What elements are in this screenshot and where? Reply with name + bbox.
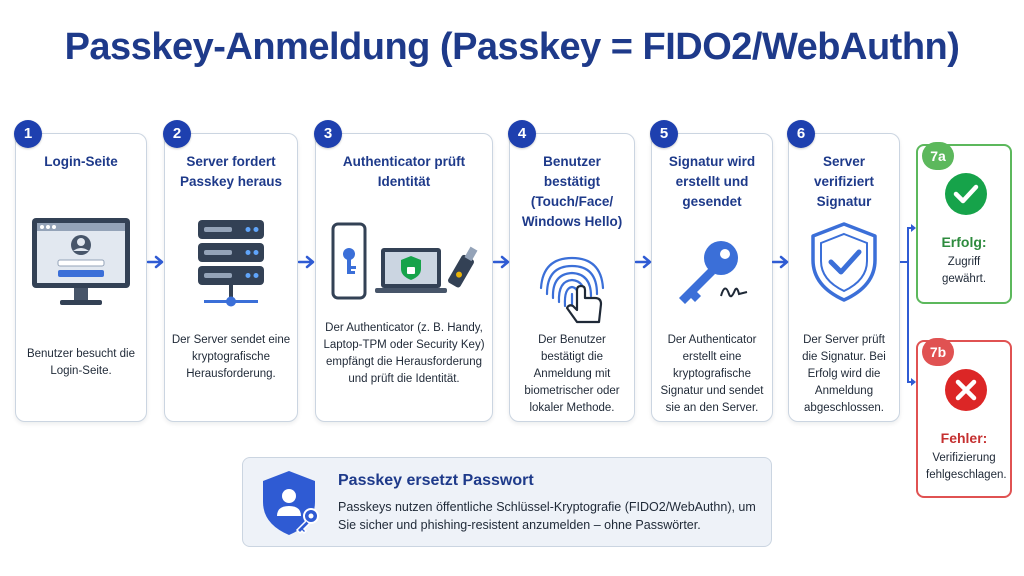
arrow-right-icon xyxy=(298,255,315,269)
banner-text: Passkeys nutzen öffentliche Schlüssel-Kr… xyxy=(338,500,756,532)
step-heading: Login-Seite xyxy=(44,154,118,169)
step-description: Der Authenticator (z. B. Handy, Laptop-T… xyxy=(323,322,485,385)
devices-icon xyxy=(316,216,492,311)
info-banner: Passkey ersetzt Passwort Passkeys nutzen… xyxy=(242,457,772,547)
step-description: Benutzer besucht die Login-Seite. xyxy=(26,348,136,377)
step-description: Der Server sendet eine kryptografische H… xyxy=(171,334,291,380)
step-card-2: Server fordert Passkey heraus Der Server… xyxy=(164,133,298,422)
step-heading: Server fordert Passkey heraus xyxy=(179,154,283,189)
arrow-right-icon xyxy=(635,255,652,269)
outcome-title: Erfolg: xyxy=(941,234,987,250)
step-card-3: Authenticator prüft Identität Der Authen… xyxy=(315,133,493,422)
outcome-text: Zugriff gewährt. xyxy=(941,256,987,285)
shield-check-icon xyxy=(789,216,899,311)
outcome-success: 7a Erfolg: Zugriff gewährt. xyxy=(916,142,1012,304)
arrow-right-icon xyxy=(493,255,510,269)
fingerprint-icon xyxy=(510,254,634,349)
step-description: Der Authenticator erstellt eine kryptogr… xyxy=(660,334,764,414)
shield-user-key-icon xyxy=(263,471,319,535)
key-icon xyxy=(652,234,772,329)
check-circle-icon xyxy=(945,173,987,215)
step-number-badge: 2 xyxy=(163,120,191,148)
server-icon xyxy=(165,216,297,311)
banner-title: Passkey ersetzt Passwort xyxy=(338,472,534,489)
monitor-icon xyxy=(16,216,146,311)
step-card-6: Server verifiziert Signatur Der Server p… xyxy=(788,133,900,422)
outcome-badge: 7a xyxy=(922,142,954,170)
step-card-4: Benutzer bestätigt (Touch/Face/ Windows … xyxy=(509,133,635,422)
step-description: Der Benutzer bestätigt die Anmeldung mit… xyxy=(524,334,620,414)
branch-connector xyxy=(900,224,916,386)
step-heading: Authenticator prüft Identität xyxy=(342,154,466,189)
outcome-title: Fehler: xyxy=(940,430,988,446)
step-card-1: Login-Seite Benutzer besucht die Login-S… xyxy=(15,133,147,422)
arrow-right-icon xyxy=(147,255,164,269)
step-description: Der Server prüft die Signatur. Bei Erfol… xyxy=(802,334,886,414)
step-number-badge: 3 xyxy=(314,120,342,148)
step-heading: Signatur wird erstellt und gesendet xyxy=(668,154,756,209)
step-number-badge: 1 xyxy=(14,120,42,148)
outcome-text: Verifizierung fehlgeschlagen. xyxy=(926,452,1007,481)
step-number-badge: 5 xyxy=(650,120,678,148)
step-number-badge: 6 xyxy=(787,120,815,148)
step-heading: Server verifiziert Signatur xyxy=(813,154,875,209)
step-card-5: Signatur wird erstellt und gesendet Der … xyxy=(651,133,773,422)
step-number-badge: 4 xyxy=(508,120,536,148)
outcome-failure: 7b Fehler: Verifizierung fehlgeschlagen. xyxy=(916,338,1012,498)
page-title: Passkey-Anmeldung (Passkey = FIDO2/WebAu… xyxy=(64,26,960,68)
step-heading: Benutzer bestätigt (Touch/Face/ Windows … xyxy=(521,154,623,229)
arrow-right-icon xyxy=(772,255,789,269)
error-circle-icon xyxy=(945,369,987,411)
outcome-badge: 7b xyxy=(922,338,954,366)
